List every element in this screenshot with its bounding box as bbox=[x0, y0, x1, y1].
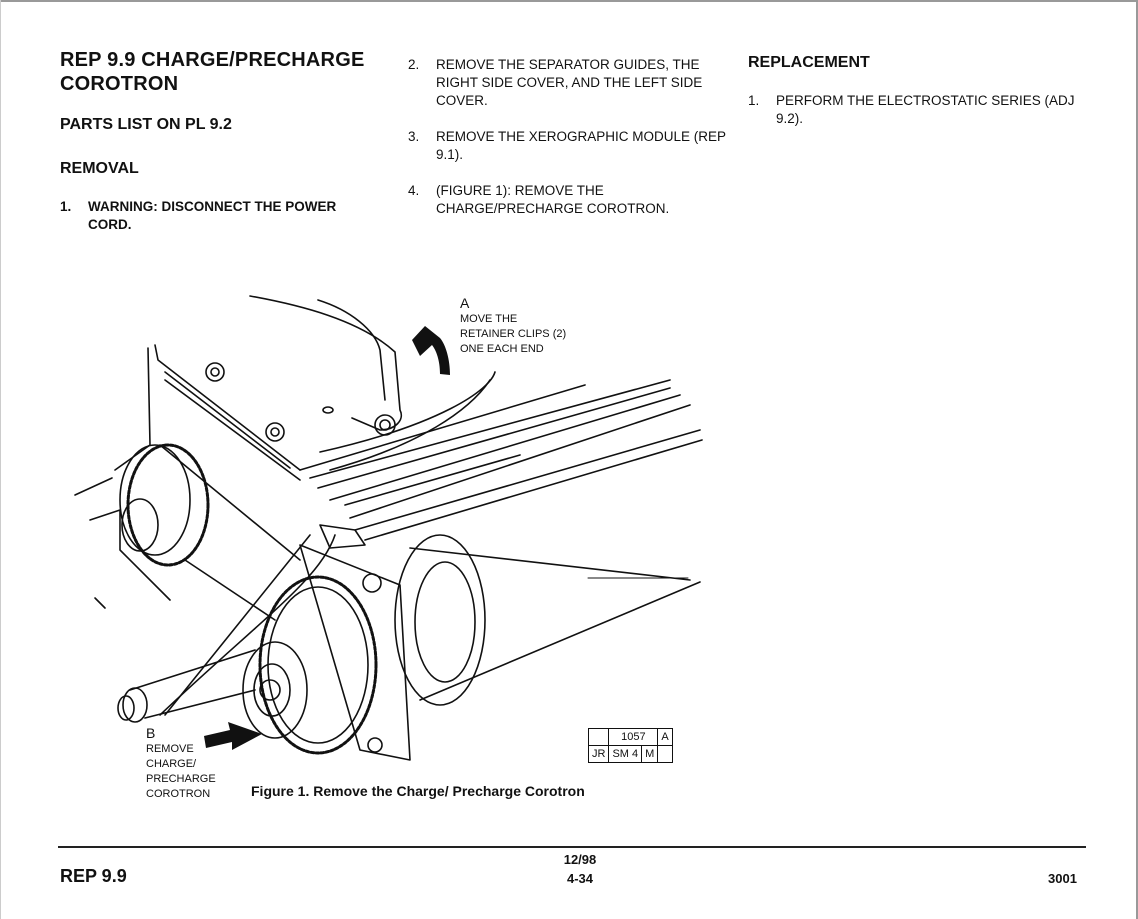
module-cover bbox=[249, 295, 402, 431]
ref-blank bbox=[657, 745, 673, 763]
ref-author: JR bbox=[587, 745, 610, 763]
corotron-rail bbox=[299, 384, 586, 471]
ref-code: SM 4 bbox=[608, 745, 643, 763]
step-text: PERFORM THE ELECTROSTATIC SERIES (ADJ 9.… bbox=[776, 93, 1075, 126]
ref-type: M bbox=[641, 745, 659, 763]
replacement-steps: 1. PERFORM THE ELECTROSTATIC SERIES (ADJ… bbox=[748, 92, 1078, 128]
rotate-arrow-icon bbox=[412, 326, 450, 375]
screw bbox=[374, 414, 396, 436]
step-text: WARNING: DISCONNECT THE POWER CORD. bbox=[88, 199, 337, 232]
screw bbox=[265, 422, 285, 442]
callout-b: B REMOVE CHARGE/ PRECHARGE COROTRON bbox=[146, 724, 236, 802]
list-item: 2. REMOVE THE SEPARATOR GUIDES, THE RIGH… bbox=[408, 56, 728, 110]
callout-b-line: CHARGE/ bbox=[146, 758, 197, 770]
footer-center: 12/98 4-34 bbox=[540, 850, 620, 888]
page-border-top bbox=[0, 0, 1138, 2]
list-item: 1. PERFORM THE ELECTROSTATIC SERIES (ADJ… bbox=[748, 92, 1078, 128]
callout-b-letter: B bbox=[146, 725, 156, 741]
callout-a-letter: A bbox=[460, 295, 470, 311]
photoreceptor-drum bbox=[409, 547, 691, 581]
callout-b-line: REMOVE bbox=[146, 743, 194, 755]
list-item: 3. REMOVE THE XEROGRAPHIC MODULE (REP 9.… bbox=[408, 128, 728, 164]
ref-rev: A bbox=[657, 728, 673, 746]
footer-date: 12/98 bbox=[563, 852, 597, 867]
step-text: (FIGURE 1): REMOVE THE CHARGE/PRECHARGE … bbox=[436, 183, 670, 216]
shaft bbox=[129, 649, 256, 691]
removal-heading: REMOVAL bbox=[60, 160, 139, 177]
step-number: 2. bbox=[408, 57, 420, 72]
footer-model: 3001 bbox=[1048, 871, 1077, 886]
step-text: REMOVE THE SEPARATOR GUIDES, THE RIGHT S… bbox=[436, 57, 703, 108]
pulley bbox=[242, 641, 308, 739]
removal-steps-col2: 2. REMOVE THE SEPARATOR GUIDES, THE RIGH… bbox=[408, 56, 728, 236]
step-number: 4. bbox=[408, 183, 420, 198]
figure-caption: Figure 1. Remove the Charge/ Precharge C… bbox=[251, 783, 585, 799]
step-number: 1. bbox=[60, 199, 72, 214]
footer-rule bbox=[58, 846, 1086, 848]
ref-blank bbox=[587, 728, 610, 746]
screw bbox=[205, 362, 225, 382]
step-number: 3. bbox=[408, 129, 420, 144]
replacement-heading: REPLACEMENT bbox=[748, 54, 870, 71]
page-border-right bbox=[1136, 0, 1138, 919]
list-item: 1. WARNING: DISCONNECT THE POWER CORD. bbox=[60, 198, 370, 234]
screw bbox=[362, 573, 382, 593]
ref-number: 1057 bbox=[608, 728, 659, 746]
callout-a: A MOVE THE RETAINER CLIPS (2) ONE EACH E… bbox=[460, 294, 570, 357]
removal-steps-col1: 1. WARNING: DISCONNECT THE POWER CORD. bbox=[60, 198, 370, 234]
footer-page-number: 4-34 bbox=[566, 871, 594, 886]
page-border-left bbox=[0, 0, 1, 919]
step-text: REMOVE THE XEROGRAPHIC MODULE (REP 9.1). bbox=[436, 129, 726, 162]
callout-b-line: PRECHARGE bbox=[146, 773, 216, 785]
parts-list-heading: PARTS LIST ON PL 9.2 bbox=[60, 116, 232, 133]
footer-section: REP 9.9 bbox=[60, 866, 127, 886]
page-title: REP 9.9 CHARGE/PRECHARGE COROTRON bbox=[60, 49, 365, 95]
callout-a-text: MOVE THE RETAINER CLIPS (2) ONE EACH END bbox=[460, 313, 567, 355]
callout-b-line: COROTRON bbox=[146, 788, 211, 800]
step-number: 1. bbox=[748, 93, 760, 108]
drive-gear bbox=[258, 575, 378, 755]
list-item: 4. (FIGURE 1): REMOVE THE CHARGE/PRECHAR… bbox=[408, 182, 728, 218]
figure-reference-box: 1057 A JR SM 4 M bbox=[587, 728, 673, 763]
